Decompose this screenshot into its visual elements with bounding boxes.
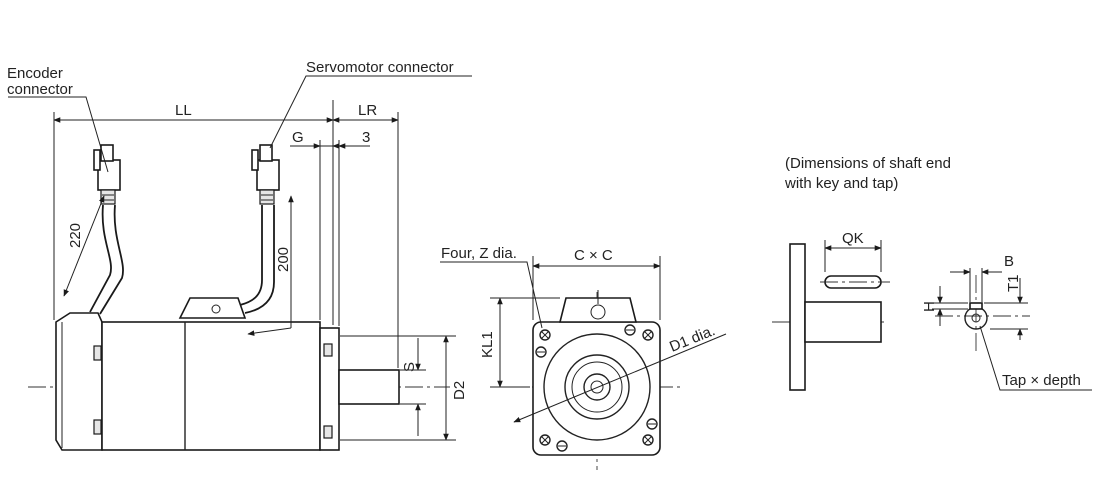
mounting-holes: [535, 324, 658, 452]
four-z-dia-label: Four, Z dia.: [441, 245, 517, 262]
dim-3: 3: [362, 129, 370, 146]
front-view: Four, Z dia. C × C KL1 D1 dia.: [440, 245, 727, 470]
shaft-note-line1: (Dimensions of shaft end: [785, 155, 951, 172]
dim-t1: T1: [1005, 274, 1022, 292]
side-view: Encoder connector Servomotor connector L…: [7, 59, 472, 451]
dim-d2: D2: [451, 381, 468, 400]
front-flange: [532, 321, 661, 456]
dim-s: S: [401, 362, 418, 372]
encoder-connector-label: Encoder: [7, 65, 63, 82]
c-x-c-label: C × C: [574, 247, 613, 264]
d1-dia-label: D1 dia.: [667, 322, 717, 356]
servomotor-connector-label: Servomotor connector: [306, 59, 454, 76]
shaft-detail: (Dimensions of shaft end with key and ta…: [772, 155, 1092, 391]
tap-depth-label: Tap × depth: [1002, 372, 1081, 389]
dim-qk: QK: [842, 230, 864, 247]
dim-h: H: [921, 301, 938, 312]
shaft-note-line2: with key and tap): [784, 175, 898, 192]
dim-b: B: [1004, 253, 1014, 270]
dim-ll: LL: [175, 102, 192, 119]
encoder-connector-label-line2: connector: [7, 81, 73, 98]
dim-kl1: KL1: [479, 331, 496, 358]
motor-body: [101, 321, 321, 451]
dim-g: G: [292, 129, 304, 146]
dim-cable-200: 200: [275, 247, 292, 272]
power-connector-plug: [251, 144, 280, 205]
dim-cable-220: 220: [67, 223, 84, 248]
dim-lr: LR: [358, 102, 377, 119]
motor-shaft: [338, 369, 400, 405]
encoder-connector-plug: [93, 144, 121, 205]
